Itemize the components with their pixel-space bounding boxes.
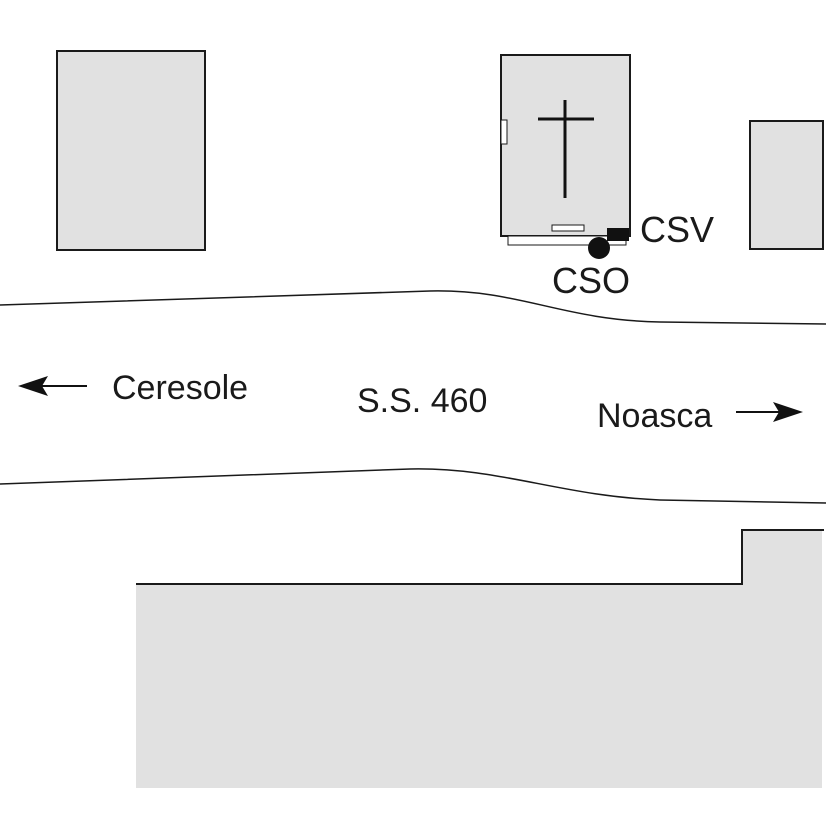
chapel — [500, 54, 631, 246]
csv-marker — [607, 228, 629, 241]
building-south-outline — [136, 529, 824, 585]
road-edge-south — [0, 468, 826, 504]
arrow-left-icon — [18, 376, 87, 396]
road-name-label: S.S. 460 — [357, 382, 487, 420]
cso-marker — [588, 237, 610, 259]
building-northeast — [749, 120, 824, 250]
west-destination-label: Ceresole — [112, 369, 248, 407]
arrow-right-icon — [736, 402, 803, 422]
building-south — [136, 530, 822, 788]
chapel-step-upper — [551, 224, 585, 232]
road-edge-north — [0, 290, 826, 325]
csv-label: CSV — [640, 209, 714, 250]
chapel-side-door — [500, 119, 508, 145]
cso-label: CSO — [552, 260, 630, 301]
east-destination-label: Noasca — [597, 397, 712, 435]
building-northwest — [56, 50, 206, 251]
cross-icon — [538, 100, 594, 198]
